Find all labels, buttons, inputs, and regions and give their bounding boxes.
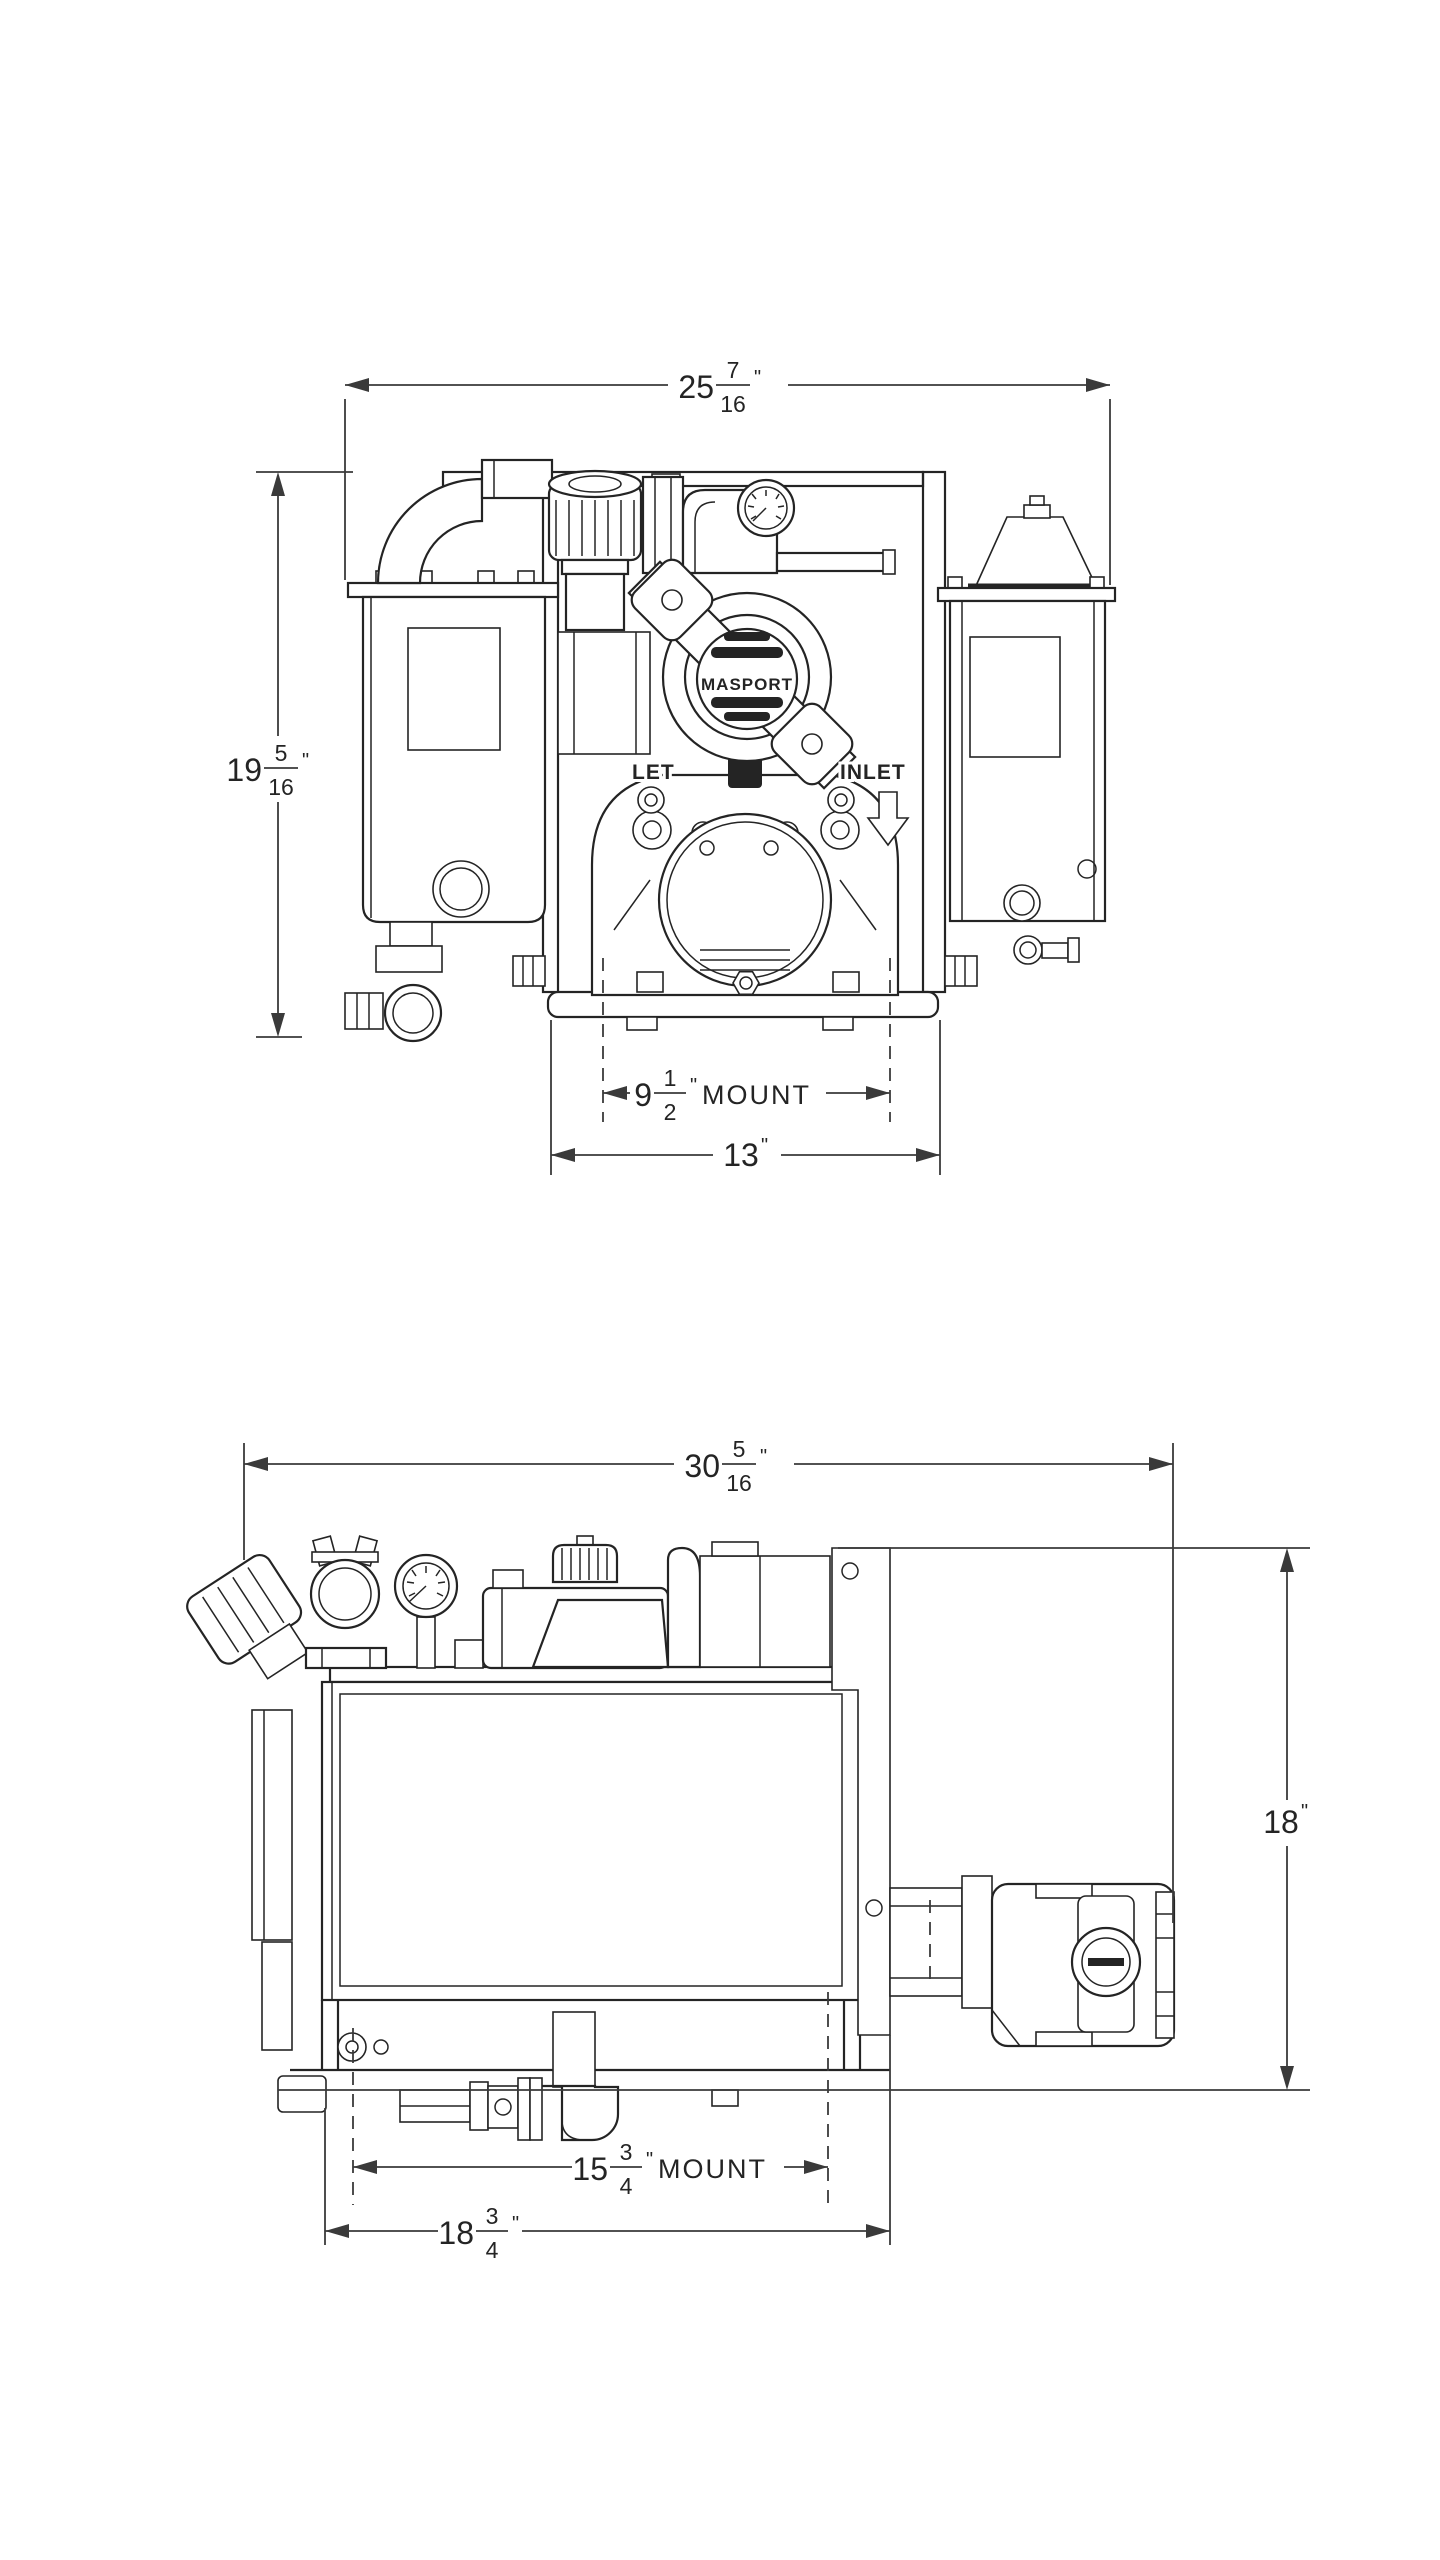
side-tank: [251, 1547, 891, 2113]
svg-text:4: 4: [486, 2237, 499, 2263]
svg-text:16: 16: [726, 1470, 752, 1496]
inlet-labels: LET INLET: [629, 758, 910, 847]
svg-text:MOUNT: MOUNT: [658, 2154, 767, 2184]
pressure-gauge-side: [393, 1553, 459, 1669]
side-top-fittings: [186, 1535, 831, 1680]
svg-text:5: 5: [275, 740, 288, 766]
dim-side-mount: 15 3 4 " MOUNT: [352, 1992, 829, 2205]
svg-text:7: 7: [727, 357, 740, 383]
front-view: MASPORT LET INLET 25 7 16 ": [226, 357, 1117, 1175]
inlet-label-right: INLET: [840, 761, 906, 784]
clamp-ring-logo: MASPORT: [627, 558, 857, 790]
svg-text:": ": [302, 750, 309, 772]
svg-text:MOUNT: MOUNT: [702, 1080, 811, 1110]
side-view: 30 5 16 " 18 " 15 3 4: [186, 1436, 1310, 2263]
clamp-fitting: [304, 1535, 388, 1670]
svg-text:16: 16: [268, 774, 294, 800]
dim-side-overall-height: 18 ": [278, 1547, 1310, 2091]
left-tank: [344, 570, 560, 1043]
pump-top-side: [454, 1535, 831, 1670]
svg-text:18: 18: [1263, 1804, 1299, 1840]
svg-text:5: 5: [733, 1436, 746, 1462]
right-tank: [936, 495, 1117, 965]
left-bracket: [251, 1709, 293, 1941]
svg-text:1: 1: [664, 1065, 677, 1091]
flow-down-arrow-icon: [866, 791, 910, 847]
svg-text:": ": [760, 1446, 767, 1468]
svg-text:4: 4: [620, 2173, 633, 2199]
svg-text:": ": [754, 367, 761, 389]
svg-text:3: 3: [486, 2203, 499, 2229]
svg-text:": ": [761, 1135, 768, 1157]
svg-text:9: 9: [634, 1077, 652, 1113]
svg-text:30: 30: [684, 1448, 720, 1484]
frame: [441, 470, 978, 1031]
svg-text:25: 25: [678, 369, 714, 405]
hydraulic-motor: [889, 1875, 1176, 2048]
svg-text:": ": [690, 1075, 697, 1097]
dim-front-base: 13 ": [550, 1020, 941, 1175]
svg-text:19: 19: [226, 752, 262, 788]
svg-text:15: 15: [572, 2151, 608, 2187]
svg-text:2: 2: [664, 1099, 677, 1125]
svg-text:": ": [1301, 1801, 1308, 1823]
logo-text: MASPORT: [701, 675, 793, 694]
dim-side-base: 18 3 4 ": [324, 2035, 891, 2263]
inlet-label-left: LET: [632, 761, 675, 784]
svg-text:": ": [646, 2149, 653, 2171]
hose-adapter: [186, 1553, 310, 1680]
pressure-gauge-front: [736, 478, 796, 538]
dim-side-overall-width: 30 5 16 ": [243, 1436, 1174, 1923]
svg-text:": ": [512, 2213, 519, 2235]
svg-text:13: 13: [723, 1137, 759, 1173]
svg-text:16: 16: [720, 391, 746, 417]
dim-front-mount: 9 1 2 " MOUNT: [602, 958, 891, 1125]
dim-front-overall-height: 19 5 16 ": [226, 471, 353, 1038]
dim-front-overall-width: 25 7 16 ": [344, 357, 1111, 585]
svg-text:18: 18: [438, 2215, 474, 2251]
svg-text:3: 3: [620, 2139, 633, 2165]
drain-plumbing: [399, 2011, 620, 2142]
pump-assembly: [590, 773, 900, 997]
top-plumbing: [376, 458, 896, 755]
